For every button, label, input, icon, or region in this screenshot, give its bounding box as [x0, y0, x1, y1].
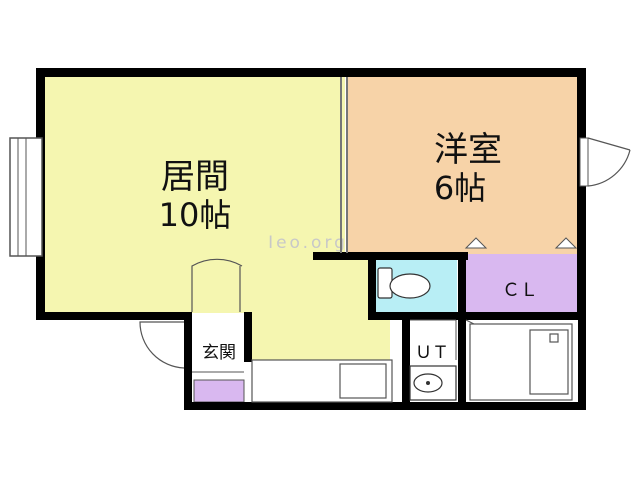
door-swing-icon [579, 137, 631, 187]
toilet-icon [377, 267, 431, 299]
western-room-floor [348, 76, 580, 254]
living-room-size: 10帖 [159, 196, 232, 234]
western-room-size: 6帖 [434, 169, 486, 207]
western-room-name: 洋室 [434, 130, 502, 170]
entrance-label: 玄関 [202, 343, 236, 363]
closet-shelf-markers [464, 237, 578, 249]
closet-floor [463, 254, 580, 314]
unit-bath-label: ＵＴ [415, 343, 449, 363]
living-room-name: 居間 [161, 157, 229, 197]
interior-partition [340, 77, 348, 253]
living-room-floor-lower [250, 255, 390, 360]
closet-label: ＣＬ [502, 280, 538, 301]
bathtub-icon [469, 323, 573, 401]
watermark: Ieo.org [268, 233, 348, 253]
window-icon [9, 137, 43, 257]
kitchen-counter-icon [251, 359, 393, 403]
sink-icon [409, 365, 457, 401]
door-swing-icon [139, 258, 243, 369]
shoe-storage [193, 379, 245, 403]
